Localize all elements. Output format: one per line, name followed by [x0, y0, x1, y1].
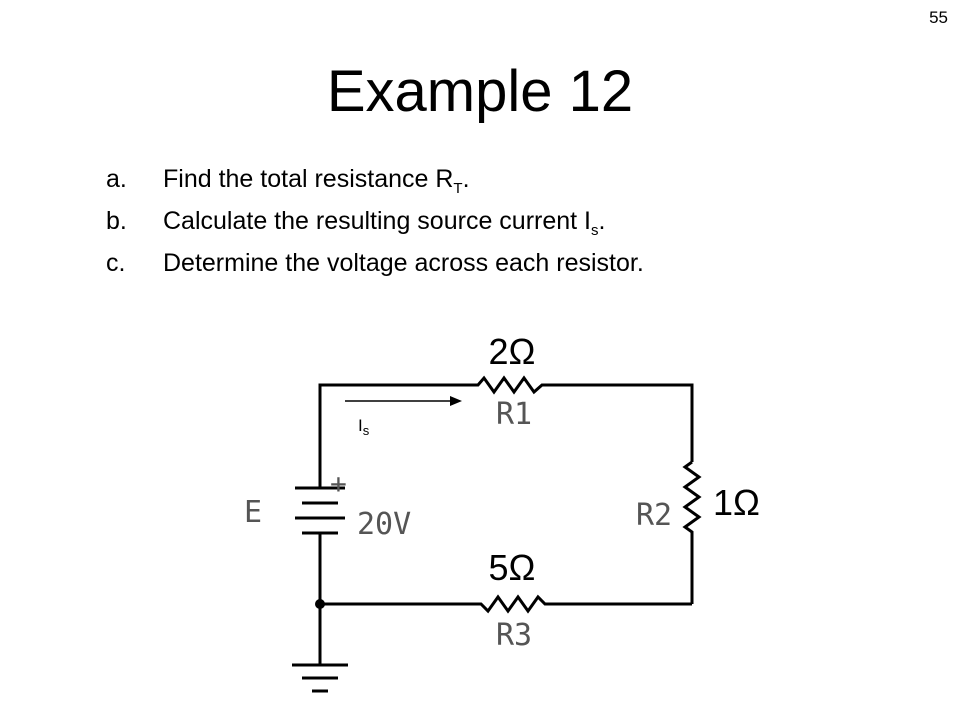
junction-dot	[315, 599, 325, 609]
question-letter: b.	[106, 207, 127, 235]
source-polarity: +	[330, 467, 347, 500]
page-number: 55	[929, 8, 948, 27]
source-voltage: 20V	[357, 507, 411, 542]
question-letter: a.	[106, 165, 127, 193]
question-subscript: s	[591, 222, 599, 239]
current-arrowhead	[450, 396, 462, 406]
question-text: Calculate the resulting source current I	[163, 207, 591, 235]
question-item-a: a. Find the total resistance RT.	[106, 158, 644, 200]
page-title: Example 12	[326, 59, 634, 124]
question-list: a. Find the total resistance RT. b. Calcul…	[106, 158, 644, 284]
bottom-wire	[320, 594, 692, 614]
source-name: E	[244, 495, 262, 530]
question-letter: c.	[106, 249, 126, 277]
current-label-sub: s	[363, 423, 370, 438]
question-text: Determine the voltage across each resist…	[163, 249, 644, 277]
resistor-r1-name: R1	[496, 397, 532, 432]
resistor-r3-value: 5Ω	[489, 547, 536, 588]
current-label: Is	[358, 416, 370, 438]
question-end: .	[598, 207, 606, 235]
resistor-r1-value: 2Ω	[489, 331, 536, 372]
resistor-r2-zigzag	[682, 460, 702, 604]
question-text: Find the total resistance R	[163, 165, 454, 193]
resistor-r2-name: R2	[636, 498, 672, 533]
question-end: .	[462, 165, 470, 193]
resistor-r3-name: R3	[496, 618, 532, 653]
resistor-r2-value: 1Ω	[713, 482, 760, 523]
question-subscript: T	[453, 180, 463, 197]
current-label-main: I	[358, 416, 363, 435]
top-wire	[318, 375, 694, 488]
question-item-b: b. Calculate the resulting source current…	[106, 200, 644, 242]
question-item-c: c. Determine the voltage across each resi…	[106, 242, 644, 284]
